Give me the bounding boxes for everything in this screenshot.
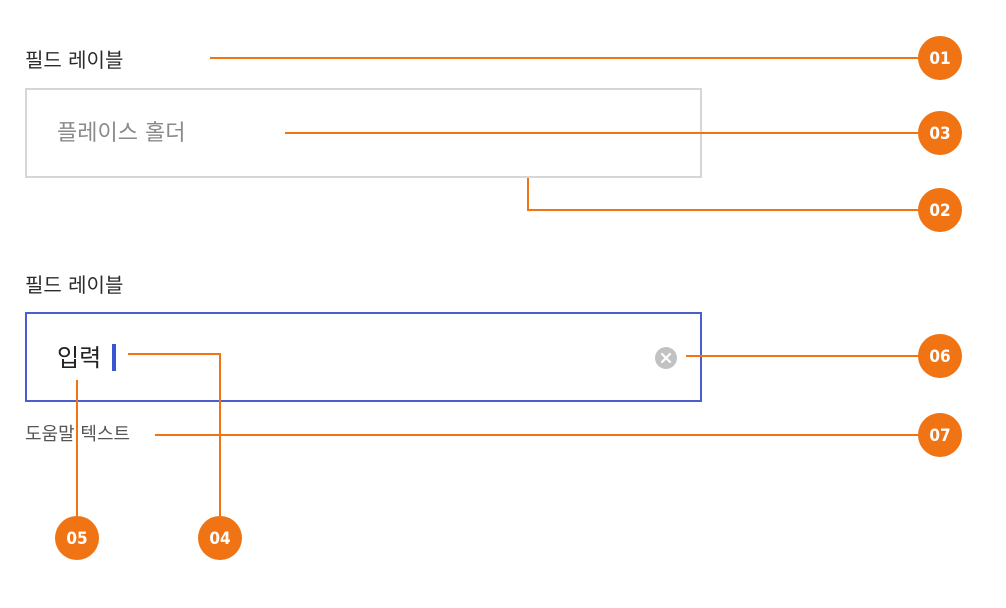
badge-06: 06 [918, 334, 962, 378]
text-cursor [112, 344, 116, 371]
badge-01: 01 [918, 36, 962, 80]
callout-line-02 [527, 178, 918, 211]
badge-05: 05 [55, 516, 99, 560]
callout-line-04 [128, 353, 221, 516]
clear-button[interactable] [655, 347, 677, 369]
text-field-active[interactable]: 입력 [25, 312, 702, 402]
badge-04: 04 [198, 516, 242, 560]
badge-07-label: 07 [929, 426, 950, 446]
close-circle-icon [660, 352, 672, 364]
badge-01-label: 01 [929, 49, 950, 69]
input-value: 입력 [57, 344, 102, 372]
field-label-active: 필드 레이블 [25, 273, 124, 297]
badge-03-label: 03 [929, 124, 950, 144]
badge-03: 03 [918, 111, 962, 155]
badge-06-label: 06 [929, 347, 950, 367]
badge-02: 02 [918, 188, 962, 232]
badge-07: 07 [918, 413, 962, 457]
badge-02-label: 02 [929, 201, 950, 221]
badge-05-label: 05 [66, 529, 87, 549]
placeholder-text: 플레이스 홀더 [57, 121, 186, 146]
field-label-default: 필드 레이블 [25, 48, 124, 72]
badge-04-label: 04 [209, 529, 230, 549]
